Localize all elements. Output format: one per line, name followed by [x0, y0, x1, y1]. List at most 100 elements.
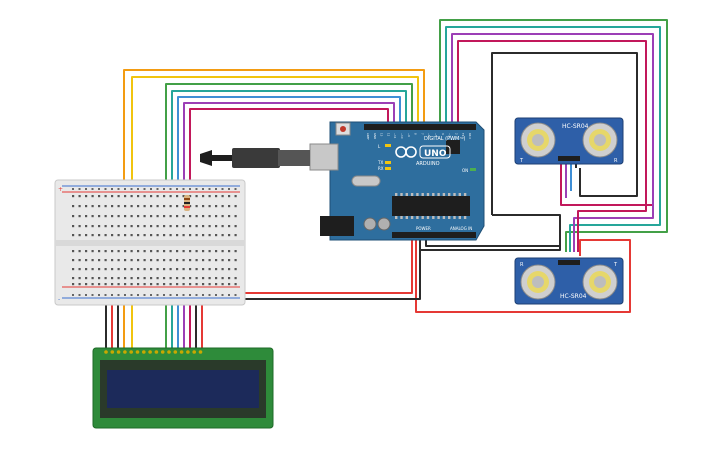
- lcd-pin: [129, 350, 133, 354]
- breadboard-hole: [195, 205, 198, 208]
- wire-black-breadboard-gnd[interactable]: [240, 232, 421, 300]
- breadboard-hole: [156, 259, 159, 262]
- wire-black-breadboard-gnd-2[interactable]: [420, 246, 561, 251]
- breadboard-rail-hole: [72, 294, 74, 296]
- breadboard-hole: [150, 259, 153, 262]
- breadboard-hole: [182, 268, 185, 271]
- arduino-logo: ARDUINO: [395, 146, 440, 167]
- breadboard-hole: [169, 215, 172, 218]
- breadboard-hole: [130, 277, 133, 280]
- breadboard-hole: [143, 259, 146, 262]
- breadboard-hole: [72, 277, 75, 280]
- breadboard-hole: [130, 283, 133, 286]
- breadboard-hole: [130, 259, 133, 262]
- breadboard-hole: [228, 283, 231, 286]
- lcd-display[interactable]: [92, 347, 274, 429]
- wire-magenta-sensor-top[interactable]: [457, 40, 647, 252]
- breadboard-hole: [215, 283, 218, 286]
- breadboard-hole: [78, 283, 81, 286]
- breadboard-hole: [208, 283, 211, 286]
- breadboard-hole: [163, 277, 166, 280]
- tx-led-label: TX: [377, 160, 383, 165]
- wire-red-breadboard-power[interactable]: [240, 232, 413, 294]
- sensor-top-r-label: R: [614, 158, 618, 164]
- lcd-pin: [173, 350, 178, 354]
- resistor[interactable]: [184, 195, 190, 211]
- chip-leg: [421, 193, 424, 196]
- breadboard-hole: [182, 234, 185, 237]
- breadboard-rail-hole: [143, 294, 146, 296]
- lcd-pins: [104, 350, 203, 354]
- ultrasonic-sensor-top[interactable]: HC-SR04 T R: [514, 117, 624, 165]
- breadboard-hole: [202, 277, 205, 280]
- breadboard-hole: [85, 225, 88, 228]
- wire-sensor-top-vcc[interactable]: [560, 160, 652, 206]
- breadboard-hole: [143, 215, 146, 218]
- breadboard-hole: [208, 195, 211, 198]
- l-led-label: L: [378, 144, 381, 149]
- wire-black-sensor-top-loop[interactable]: [491, 52, 638, 215]
- breadboard-hole: [234, 250, 237, 253]
- breadboard-hole: [169, 250, 172, 253]
- breadboard-hole: [234, 234, 237, 237]
- breadboard-hole: [137, 215, 140, 218]
- breadboard-hole: [137, 195, 140, 198]
- breadboard-hole: [150, 277, 153, 280]
- breadboard-hole: [234, 225, 237, 228]
- breadboard[interactable]: + -: [54, 179, 246, 306]
- breadboard-hole: [176, 225, 179, 228]
- breadboard-hole: [221, 283, 224, 286]
- breadboard-hole: [137, 259, 140, 262]
- breadboard-rail-hole: [117, 294, 120, 296]
- breadboard-rail-hole: [156, 294, 159, 296]
- breadboard-hole: [91, 283, 94, 286]
- breadboard-hole: [208, 277, 211, 280]
- wire-purple-sensor-top[interactable]: [451, 33, 654, 252]
- breadboard-hole: [85, 215, 88, 218]
- breadboard-hole: [182, 283, 185, 286]
- chip-leg: [432, 216, 435, 219]
- breadboard-hole: [208, 234, 211, 237]
- breadboard-hole: [124, 234, 127, 237]
- breadboard-hole: [111, 195, 114, 198]
- breadboard-hole: [85, 268, 88, 271]
- power-jack: [320, 216, 354, 236]
- breadboard-hole: [91, 225, 94, 228]
- lcd-pin: [116, 350, 121, 354]
- breadboard-rail-hole: [208, 294, 211, 296]
- breadboard-hole: [111, 234, 114, 237]
- breadboard-hole: [189, 259, 192, 262]
- rx-led-label: RX: [378, 166, 384, 171]
- breadboard-hole: [195, 259, 198, 262]
- breadboard-rail-hole: [189, 188, 191, 190]
- ultrasonic-sensor-bottom[interactable]: HC-SR04 R T: [514, 257, 624, 305]
- wire-teal-sensor-top[interactable]: [445, 26, 661, 252]
- breadboard-rail-hole: [85, 188, 87, 190]
- breadboard-rail-hole: [163, 188, 165, 190]
- breadboard-hole: [189, 195, 192, 198]
- breadboard-hole: [195, 215, 198, 218]
- breadboard-hole: [117, 268, 120, 271]
- lcd-pin: [154, 350, 159, 354]
- breadboard-hole: [137, 225, 140, 228]
- wire-green-sensor-top[interactable]: [439, 19, 668, 252]
- breadboard-rail-hole: [85, 294, 87, 296]
- breadboard-hole: [156, 234, 159, 237]
- breadboard-hole: [228, 225, 231, 228]
- breadboard-hole: [208, 259, 211, 262]
- chip-leg: [416, 216, 419, 219]
- breadboard-hole: [156, 205, 159, 208]
- breadboard-hole: [202, 250, 205, 253]
- breadboard-hole: [124, 250, 127, 253]
- breadboard-rail-hole: [228, 294, 230, 296]
- breadboard-hole: [117, 234, 120, 237]
- digital-pin-label: 12: [386, 133, 390, 137]
- breadboard-hole: [85, 259, 88, 262]
- chip-leg: [405, 193, 408, 196]
- digital-pin-label: ~10: [400, 133, 404, 139]
- chip-leg: [395, 193, 398, 196]
- digital-pin-label: 2: [454, 133, 458, 135]
